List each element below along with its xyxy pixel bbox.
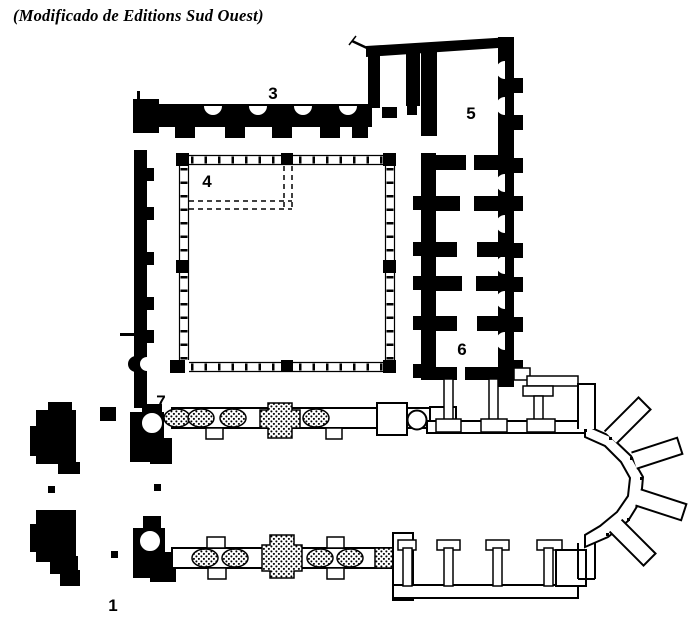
choir-stair-turret bbox=[406, 409, 428, 431]
north-stair-turret-pier bbox=[130, 404, 172, 464]
label-3: 3 bbox=[268, 84, 277, 103]
label-7: 7 bbox=[156, 392, 165, 411]
north-range-window-niches bbox=[204, 106, 357, 115]
south-chapel-piers bbox=[397, 539, 563, 587]
east-range-rooms bbox=[413, 153, 515, 380]
southwest-pier bbox=[30, 510, 80, 586]
south-stair-turret-pier bbox=[133, 516, 176, 582]
label-5: 5 bbox=[466, 104, 475, 123]
plan-caption: (Modificado de Editions Sud Ouest) bbox=[13, 6, 264, 25]
choir-north-chapels bbox=[426, 367, 588, 434]
northwest-pier bbox=[30, 402, 80, 474]
cloister bbox=[170, 153, 396, 373]
label-4: 4 bbox=[202, 172, 212, 191]
north-cruciform-pier bbox=[259, 402, 301, 439]
northeast-building bbox=[348, 35, 523, 387]
cloister-corner-piers bbox=[170, 153, 396, 373]
church-west-block bbox=[30, 402, 176, 586]
apse-vertex-dots bbox=[584, 429, 643, 536]
radiating-chapels bbox=[577, 383, 688, 580]
label-6: 6 bbox=[457, 340, 466, 359]
nave-north-arcade bbox=[163, 402, 457, 440]
apse-ambulatory bbox=[577, 383, 688, 580]
north-chapel-piers bbox=[435, 378, 556, 433]
north-range-wall bbox=[133, 91, 397, 138]
plan-number-labels: 3 5 4 6 7 1 bbox=[108, 84, 475, 615]
east-wall-window-niches bbox=[496, 61, 505, 350]
south-cruciform-pier bbox=[261, 534, 303, 579]
label-1: 1 bbox=[108, 596, 117, 615]
east-wall-buttresses bbox=[514, 78, 523, 375]
west-wall-apsidiole bbox=[128, 356, 136, 372]
cloister-reconstruction-dashed-lines bbox=[189, 166, 293, 210]
west-range-wall bbox=[120, 150, 154, 408]
choir-south-chapels bbox=[392, 539, 587, 599]
